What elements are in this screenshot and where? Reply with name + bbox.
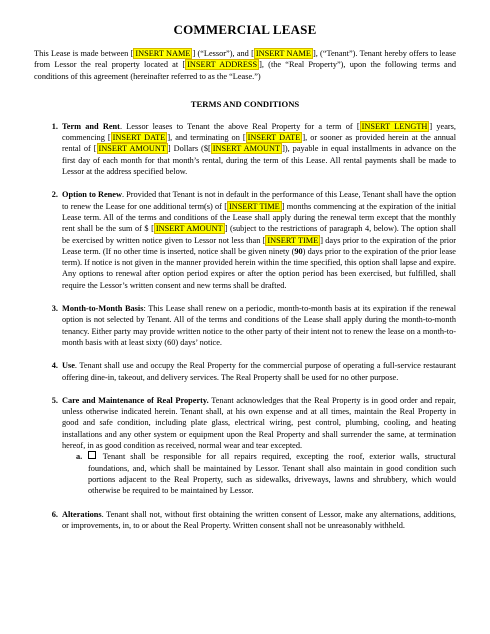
item-text: Option to Renew. Provided that Tenant is…: [62, 189, 456, 291]
item-text: Alterations. Tenant shall not, without f…: [62, 509, 456, 532]
item-body: ] months commencing at the expiration of…: [62, 201, 457, 234]
term-item-use: 4. Use. Tenant shall use and occupy the …: [34, 360, 456, 383]
terms-list: 1. Term and Rent. Lessor leases to Tenan…: [34, 120, 457, 532]
sub-item-a: a. Tenant shall be responsible for all r…: [62, 451, 456, 496]
item-paragraph: Care and Maintenance of Real Property. T…: [62, 395, 456, 451]
item-body: : This Lease shall renew on a periodic, …: [62, 304, 456, 347]
length-placeholder[interactable]: INSERT LENGTH: [359, 120, 430, 132]
term-item-option-to-renew: 2. Option to Renew. Provided that Tenant…: [34, 189, 456, 291]
item-body: ] Dollars ($[: [167, 144, 211, 154]
item-body: ) days prior to the expiration of the pr…: [62, 246, 456, 290]
item-number: 5.: [51, 395, 58, 405]
intro-paragraph: This Lease is made between [INSERT NAME]…: [34, 48, 456, 82]
term-item-care-and-maintenance: 5. Care and Maintenance of Real Property…: [34, 395, 456, 497]
item-body: . Provided that Tenant is not in default…: [62, 190, 457, 211]
sub-item-label: a.: [76, 452, 83, 462]
item-body: . Tenant shall not, without first obtain…: [62, 509, 456, 530]
item-body: ] days prior to the expiration of the pr…: [62, 235, 456, 256]
renewal-term-placeholder[interactable]: INSERT TIME: [226, 200, 282, 212]
sub-item-body: Tenant shall be responsible for all repa…: [88, 452, 456, 496]
end-date-placeholder[interactable]: INSERT DATE: [245, 132, 303, 144]
term-item-term-and-rent: 1. Term and Rent. Lessor leases to Tenan…: [34, 120, 457, 177]
item-heading: Alterations: [62, 509, 102, 519]
item-number: 4.: [51, 361, 58, 371]
intro-text: ], (the “Real Property”), upon the follo…: [34, 60, 456, 81]
item-heading: Care and Maintenance of Real Property.: [62, 395, 209, 405]
item-text: Month-to-Month Basis: This Lease shall r…: [62, 303, 456, 348]
tenant-name-placeholder[interactable]: INSERT NAME: [253, 48, 313, 59]
item-number: 1.: [51, 121, 58, 131]
item-text: Term and Rent. Lessor leases to Tenant t…: [62, 120, 457, 177]
address-placeholder[interactable]: INSERT ADDRESS: [185, 59, 260, 71]
item-heading: Option to Renew: [62, 190, 122, 200]
term-item-month-to-month: 3. Month-to-Month Basis: This Lease shal…: [34, 303, 456, 348]
sub-item-text: Tenant shall be responsible for all repa…: [88, 451, 456, 496]
item-text: Use. Tenant shall use and occupy the Rea…: [62, 360, 456, 383]
notice-days: 90: [294, 246, 303, 256]
item-body: ] years, commencing [: [62, 121, 456, 143]
term-item-alterations: 6. Alterations. Tenant shall not, withou…: [34, 509, 456, 532]
item-heading: Use: [62, 361, 75, 371]
item-body: ], and terminating on [: [167, 133, 246, 143]
notice-time-placeholder[interactable]: INSERT TIME: [265, 234, 321, 246]
lessor-name-placeholder[interactable]: INSERT NAME: [133, 48, 193, 59]
item-heading: Term and Rent: [62, 121, 120, 131]
start-date-placeholder[interactable]: INSERT DATE: [110, 132, 168, 144]
item-heading: Month-to-Month Basis: [62, 304, 144, 314]
item-number: 3.: [51, 304, 58, 314]
intro-text: ] (“Lessor”), and [: [192, 49, 254, 58]
rent-words-placeholder[interactable]: INSERT AMOUNT: [96, 143, 168, 155]
item-body: ], or sooner as provided herein at the a…: [62, 133, 456, 154]
item-body: Tenant acknowledges that the Real Proper…: [62, 395, 456, 451]
item-body: . Lessor leases to Tenant the above Real…: [119, 121, 360, 131]
item-number: 2.: [51, 190, 58, 200]
intro-text: This Lease is made between [: [34, 49, 134, 58]
rent-amount-placeholder[interactable]: INSERT AMOUNT: [210, 143, 283, 155]
checkbox-icon[interactable]: [88, 451, 96, 460]
item-body: . Tenant shall use and occupy the Real P…: [62, 361, 456, 382]
item-body: ]), payable in equal installments in adv…: [62, 144, 457, 177]
intro-text: ], (“Tenant”). Tenant hereby offers to l…: [34, 49, 456, 70]
item-text: Care and Maintenance of Real Property. T…: [62, 395, 456, 497]
section-title: TERMS AND CONDITIONS: [190, 98, 300, 109]
item-number: 6.: [51, 509, 58, 519]
item-body: ] (subject to the restrictions of paragr…: [62, 224, 457, 245]
renewal-rent-placeholder[interactable]: INSERT AMOUNT: [153, 223, 225, 235]
document-title: COMMERCIAL LEASE: [173, 22, 317, 37]
